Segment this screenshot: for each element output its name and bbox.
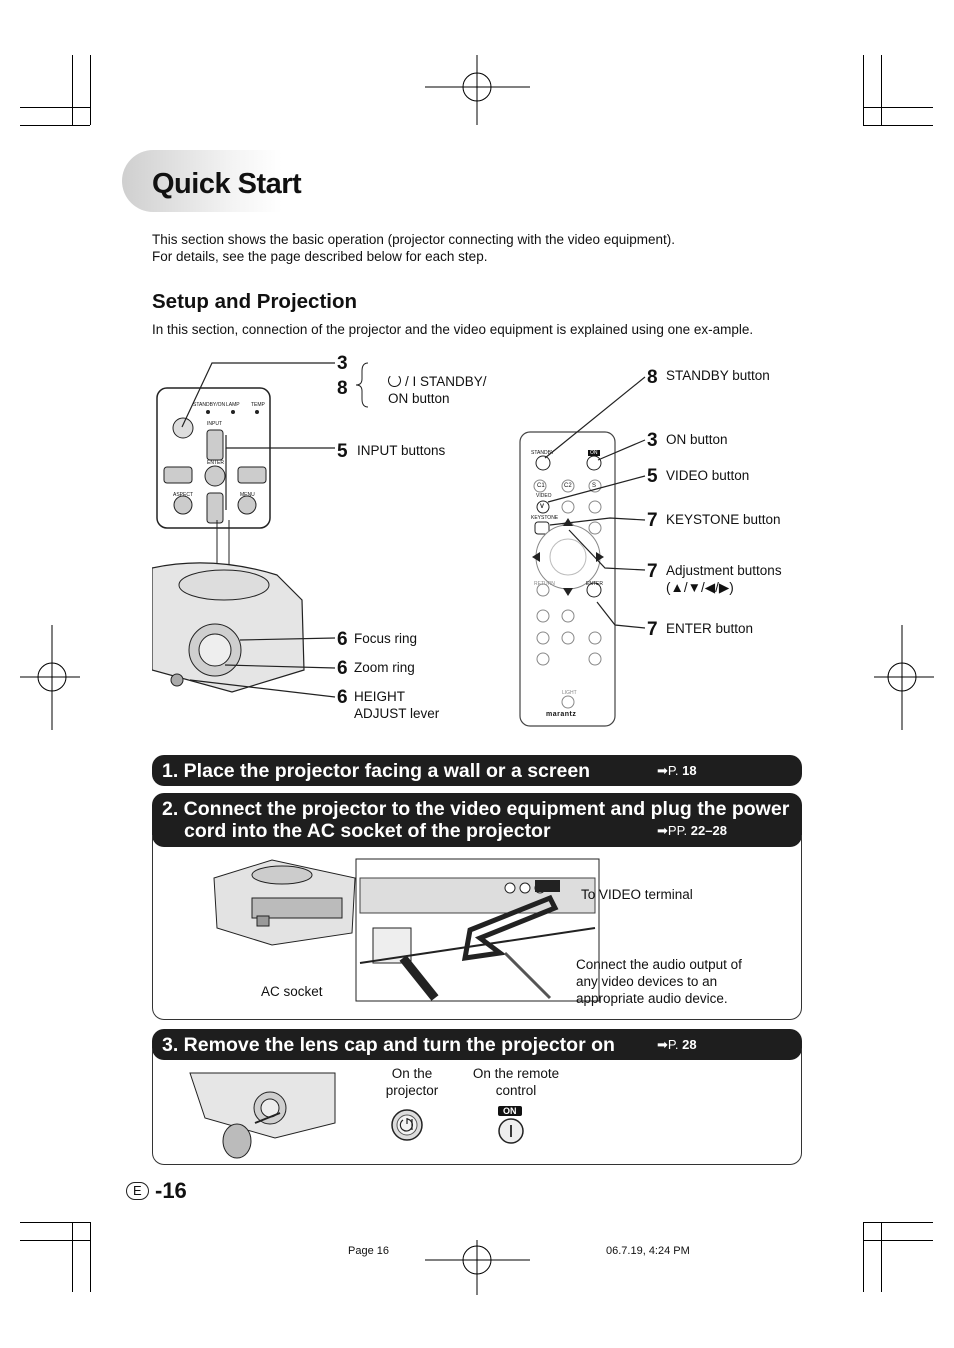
input-buttons-label: INPUT buttons [357, 442, 445, 459]
remote-adjust-line1: Adjustment buttons [666, 562, 782, 579]
crop-mark [881, 1222, 882, 1292]
crop-mark [72, 1222, 73, 1292]
registration-mark [20, 625, 80, 730]
callout-num-8: 8 [337, 378, 348, 400]
footer-page: Page 16 [348, 1245, 389, 1257]
step-1-band: 1. Place the projector facing a wall or … [152, 755, 802, 786]
callout-num-focus: 6 [337, 629, 348, 651]
remote-on-button-icon [497, 1117, 525, 1145]
remote-standby-label: STANDBY button [666, 367, 770, 384]
registration-mark [425, 1240, 530, 1295]
page-number: -16 [155, 1178, 187, 1204]
ac-socket-label: AC socket [261, 983, 323, 1000]
height-adjust-line2: ADJUST lever [354, 705, 439, 722]
section-paragraph: In this section, connection of the proje… [152, 321, 802, 338]
standby-on-line1: / I STANDBY/ [405, 374, 487, 389]
step-2-title-line1: 2. Connect the projector to the video eq… [162, 798, 789, 821]
callout-num-remote-adjust: 7 [647, 561, 658, 583]
standby-on-callout: / I STANDBY/ ON button [388, 373, 487, 407]
on-remote-label: On the remote control [466, 1065, 566, 1099]
projector-power-button-icon [390, 1108, 424, 1142]
crop-mark [863, 55, 864, 125]
remote-video-label: VIDEO button [666, 467, 749, 484]
section-heading: Setup and Projection [152, 290, 357, 314]
remote-adjust-line2: (▲/▼/◀/▶) [666, 579, 782, 596]
callout-num-remote-standby: 8 [647, 367, 658, 389]
callout-num-remote-keystone: 7 [647, 510, 658, 532]
to-video-label: To VIDEO terminal [581, 886, 693, 903]
remote-label-light: LIGHT [562, 690, 577, 696]
crop-mark [863, 1240, 933, 1241]
footer-timestamp: 06.7.19, 4:24 PM [606, 1245, 690, 1257]
on-remote-line1: On the remote [466, 1065, 566, 1082]
callout-num-height: 6 [337, 687, 348, 709]
crop-mark [20, 125, 90, 126]
zoom-ring-label: Zoom ring [354, 659, 415, 676]
callout-num-zoom: 6 [337, 658, 348, 680]
page-lang-badge: E [126, 1182, 149, 1200]
remote-on-label: ON button [666, 431, 728, 448]
callout-num-remote-on: 3 [647, 430, 658, 452]
crop-mark [863, 1222, 933, 1223]
remote-keystone-label: KEYSTONE button [666, 511, 781, 528]
height-adjust-label: HEIGHT ADJUST lever [354, 688, 439, 722]
standby-on-line2: ON button [388, 390, 487, 407]
crop-mark [863, 125, 933, 126]
intro-line-1: This section shows the basic operation (… [152, 231, 675, 248]
crop-mark [20, 107, 90, 108]
power-icon [388, 374, 401, 387]
remote-on-badge: ON [498, 1106, 522, 1116]
page-title: Quick Start [152, 168, 301, 201]
audio-note: Connect the audio output of any video de… [576, 956, 742, 1007]
projector-rear-illustration [212, 858, 357, 946]
callout-num-remote-video: 5 [647, 466, 658, 488]
crop-mark [20, 1222, 90, 1223]
remote-adjust-label: Adjustment buttons (▲/▼/◀/▶) [666, 562, 782, 596]
audio-note-line3: appropriate audio device. [576, 990, 742, 1007]
callout-num-3: 3 [337, 353, 348, 375]
callout-num-input: 5 [337, 441, 348, 463]
audio-note-line1: Connect the audio output of [576, 956, 742, 973]
remote-brand: marantz [546, 711, 576, 718]
crop-mark [863, 107, 933, 108]
on-projector-label: On the projector [380, 1065, 444, 1099]
lens-cap-illustration [185, 1068, 340, 1160]
crop-mark [90, 55, 91, 125]
step-1-ref: ➡P. 18 [657, 763, 697, 779]
height-adjust-line1: HEIGHT [354, 688, 439, 705]
crop-mark [863, 1222, 864, 1292]
audio-note-line2: any video devices to an [576, 973, 742, 990]
rear-panel-closeup [355, 858, 600, 1003]
step-1-ref-page: 18 [682, 763, 696, 778]
registration-mark [874, 625, 934, 730]
on-projector-line1: On the [380, 1065, 444, 1082]
remote-enter-label: ENTER button [666, 620, 753, 637]
registration-mark [425, 55, 530, 125]
crop-mark [72, 55, 73, 125]
step-1-ref-prefix: ➡P. [657, 763, 679, 778]
intro-text: This section shows the basic operation (… [152, 231, 675, 265]
focus-ring-label: Focus ring [354, 630, 417, 647]
callout-num-remote-enter: 7 [647, 619, 658, 641]
crop-mark [881, 55, 882, 125]
callout-lines-right [525, 370, 655, 640]
crop-mark [20, 1240, 90, 1241]
intro-line-2: For details, see the page described belo… [152, 248, 675, 265]
on-projector-line2: projector [380, 1082, 444, 1099]
on-remote-line2: control [466, 1082, 566, 1099]
step-1-title: 1. Place the projector facing a wall or … [162, 760, 590, 783]
crop-mark [90, 1222, 91, 1292]
